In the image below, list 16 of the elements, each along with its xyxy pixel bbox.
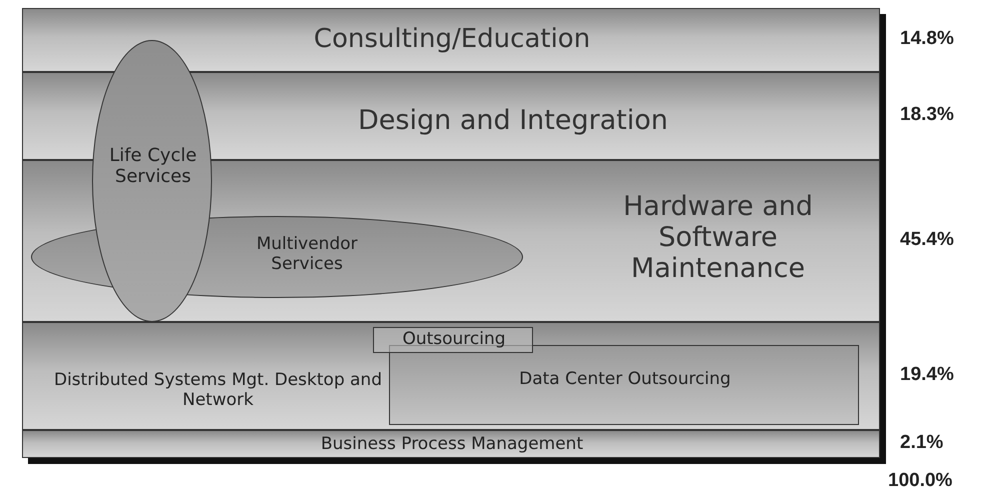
service-label: Life Cycle Services xyxy=(108,146,198,188)
service-label: Consulting/Education xyxy=(312,25,592,55)
service-box xyxy=(373,327,533,353)
service-label: Design and Integration xyxy=(357,105,669,136)
percentage-label: 2.1% xyxy=(900,432,944,454)
service-label: Distributed Systems Mgt. Desktop and Network xyxy=(52,371,383,410)
service-label: Data Center Outsourcing xyxy=(518,370,732,390)
percentage-label: 19.4% xyxy=(900,364,954,386)
percentage-label: 18.3% xyxy=(900,104,954,126)
service-label: Business Process Management xyxy=(320,435,584,455)
total-percentage: 100.0% xyxy=(888,470,952,492)
percentage-label: 45.4% xyxy=(900,229,954,251)
service-label: Multivendor Services xyxy=(255,235,359,274)
percentage-label: 14.8% xyxy=(900,28,954,50)
service-label: Hardware and Software Maintenance xyxy=(622,191,814,284)
service-label: Outsourcing xyxy=(401,330,507,350)
